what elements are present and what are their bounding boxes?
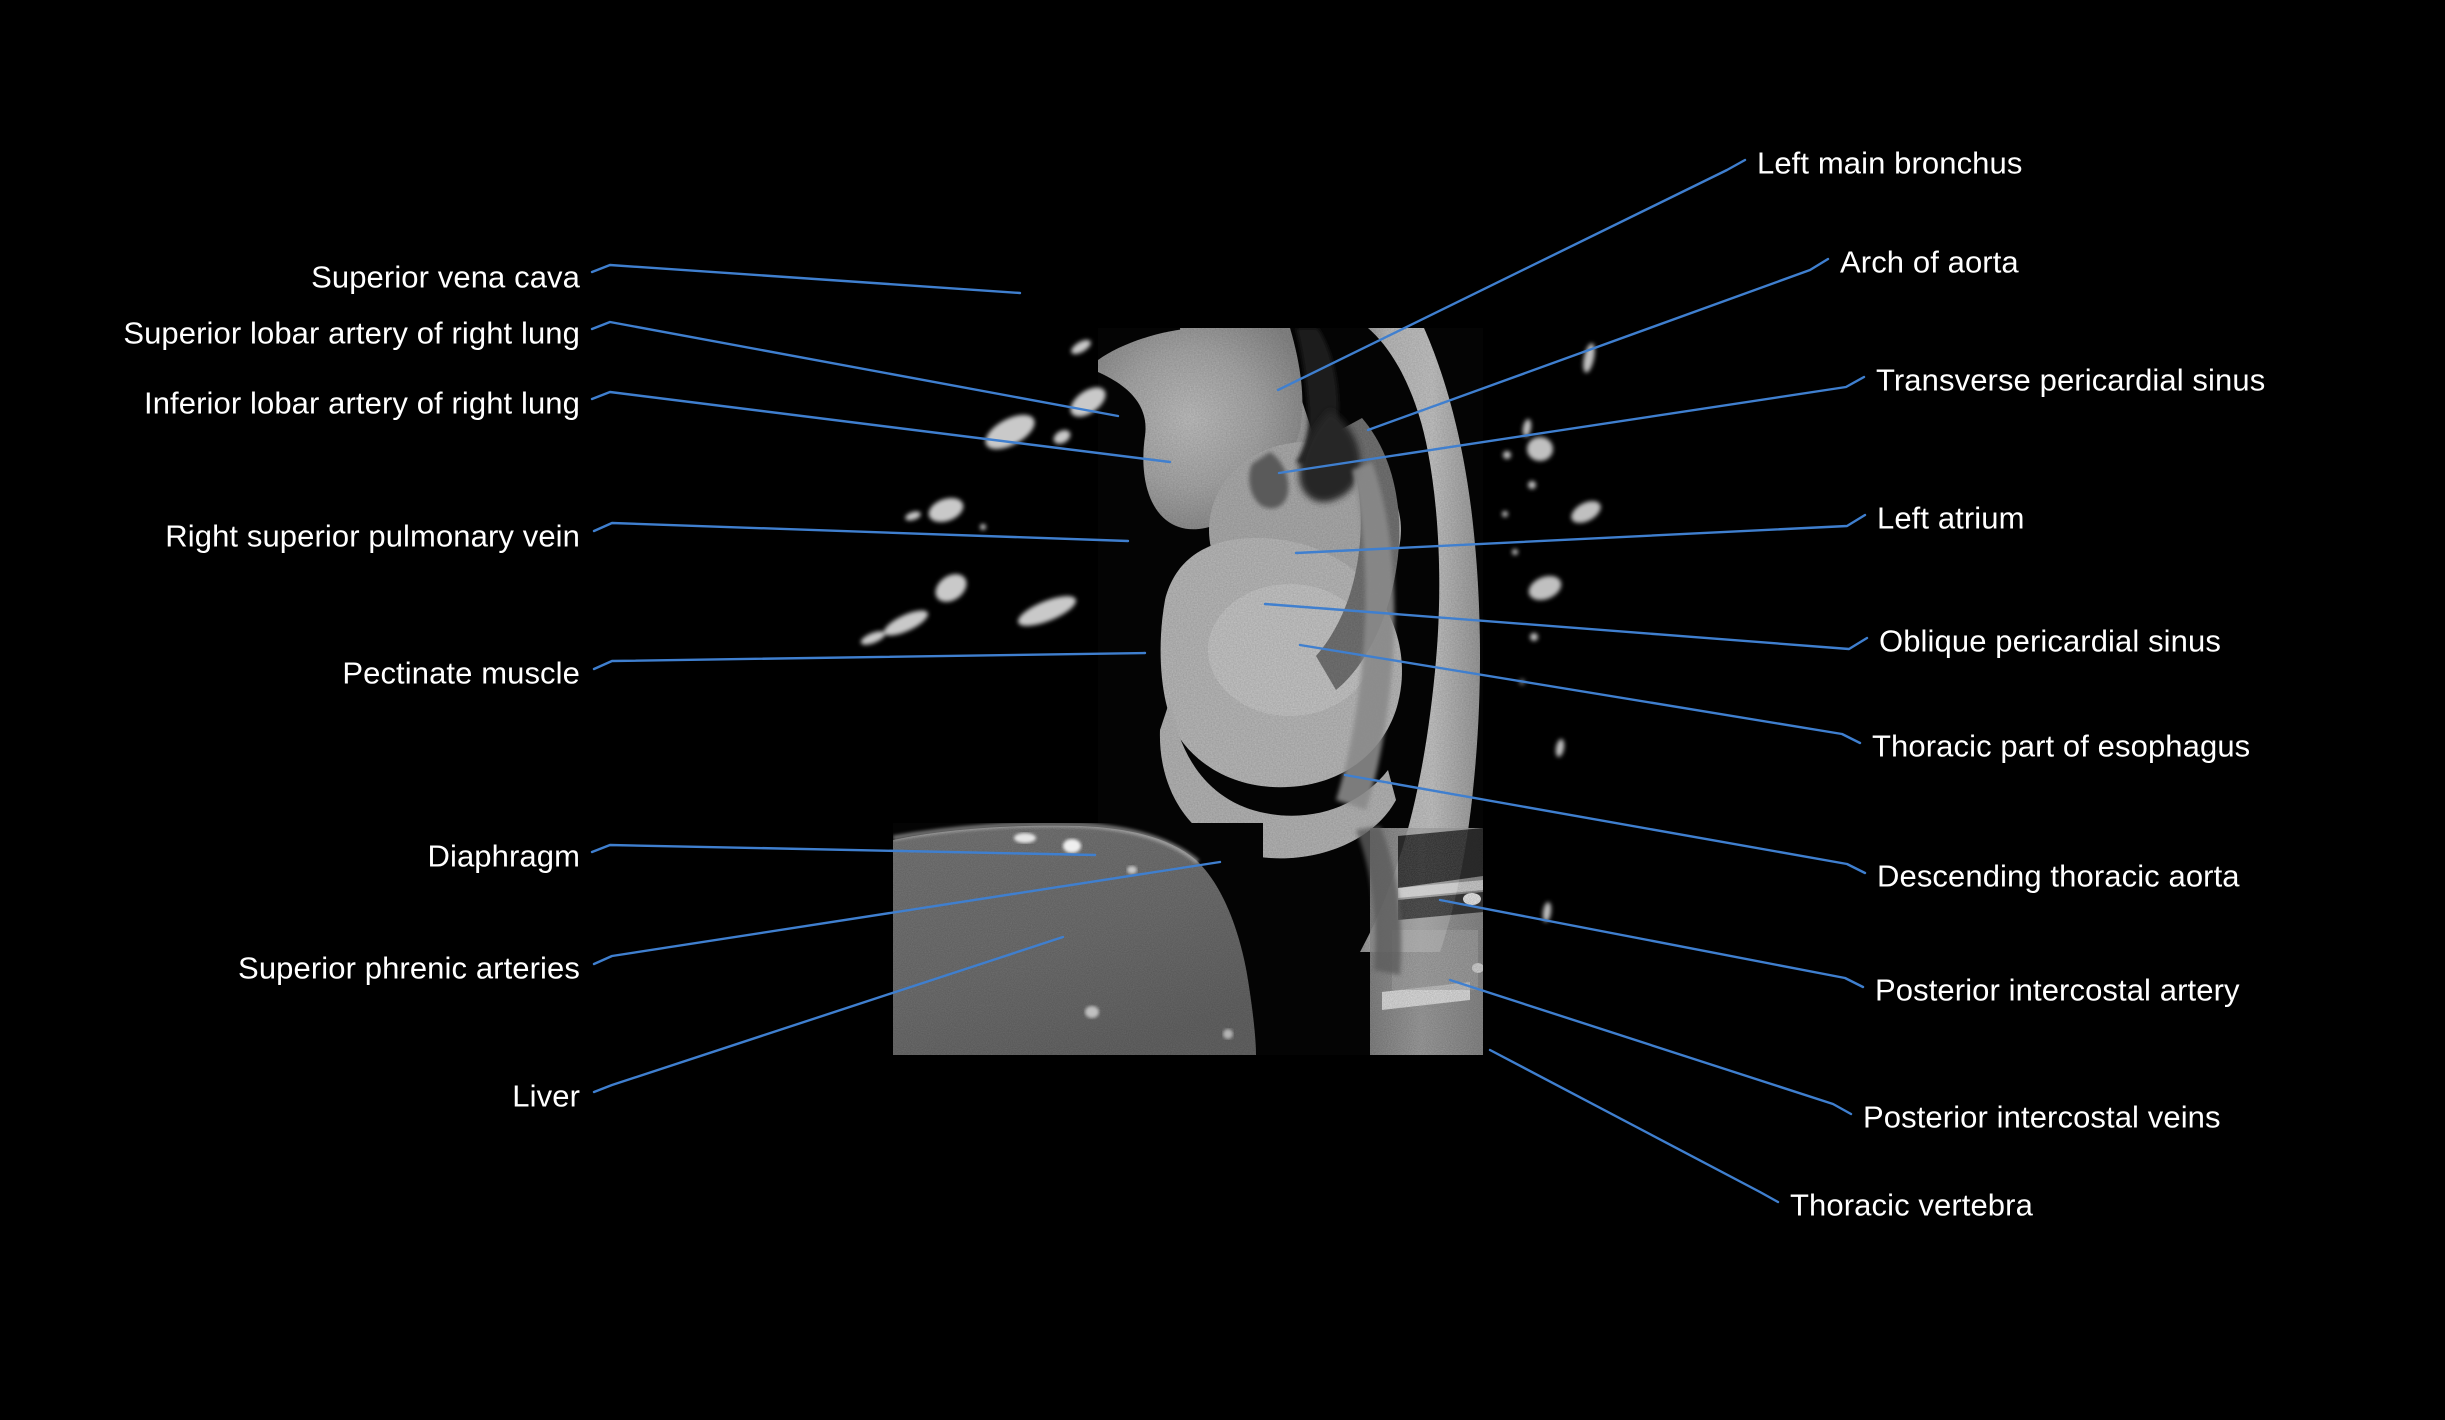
label-right-superior-pulmonary-vein: Right superior pulmonary vein xyxy=(165,518,580,554)
label-diaphragm: Diaphragm xyxy=(427,838,580,874)
label-arch-of-aorta: Arch of aorta xyxy=(1840,244,2019,280)
label-posterior-intercostal-artery: Posterior intercostal artery xyxy=(1875,972,2240,1008)
label-pectinate-muscle: Pectinate muscle xyxy=(342,655,580,691)
label-posterior-intercostal-veins: Posterior intercostal veins xyxy=(1863,1099,2221,1135)
label-superior-phrenic-arteries: Superior phrenic arteries xyxy=(238,950,580,986)
label-inferior-lobar-artery: Inferior lobar artery of right lung xyxy=(144,385,580,421)
label-superior-lobar-artery: Superior lobar artery of right lung xyxy=(123,315,580,351)
label-superior-vena-cava: Superior vena cava xyxy=(311,259,580,295)
label-descending-thoracic-aorta: Descending thoracic aorta xyxy=(1877,858,2240,894)
label-thoracic-vertebra: Thoracic vertebra xyxy=(1790,1187,2033,1223)
label-liver: Liver xyxy=(512,1078,580,1114)
label-transverse-pericardial-sinus: Transverse pericardial sinus xyxy=(1876,362,2266,398)
label-left-atrium: Left atrium xyxy=(1877,500,2025,536)
label-left-main-bronchus: Left main bronchus xyxy=(1757,145,2023,181)
label-oblique-pericardial-sinus: Oblique pericardial sinus xyxy=(1879,623,2221,659)
ct-liver-panel xyxy=(893,823,1263,1055)
label-thoracic-part-of-esophagus: Thoracic part of esophagus xyxy=(1872,728,2251,764)
